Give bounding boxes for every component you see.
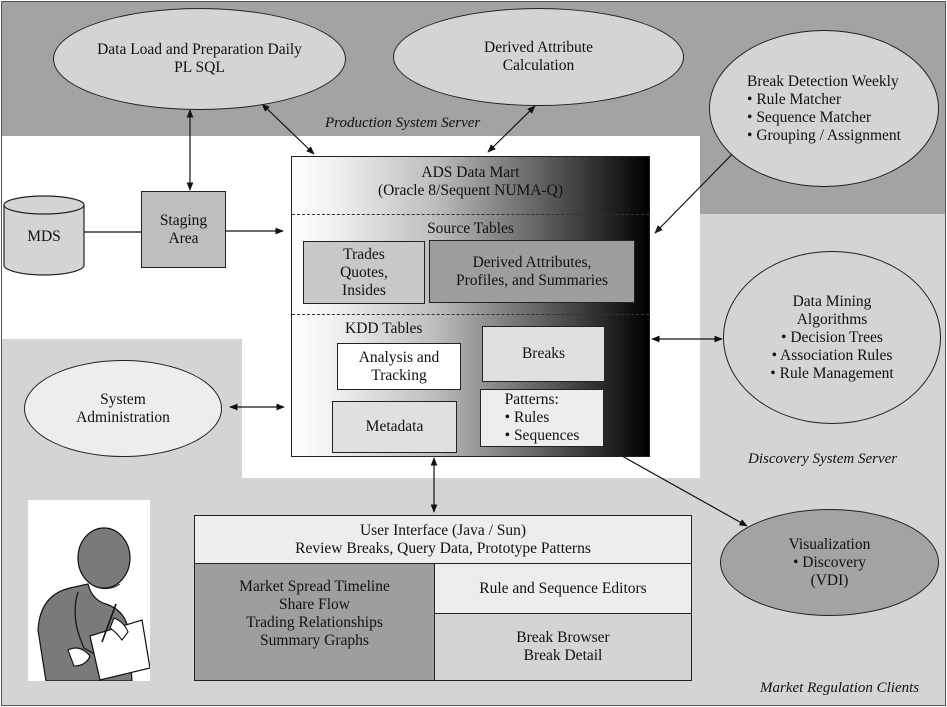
derived-attributes-box: Derived Attributes, Profiles, and Summar… (429, 240, 635, 303)
breaks-box: Breaks (482, 326, 605, 382)
user-illustration (28, 500, 151, 682)
visualization-title: Visualization (788, 535, 871, 553)
visualization-node: Visualization Discovery (VDI) (720, 509, 939, 616)
data-mart-title-line2: (Oracle 8/Sequent NUMA-Q) (377, 182, 564, 199)
ui-header-line1: User Interface (Java / Sun) (359, 521, 527, 539)
derived-attribute-node: Derived Attribute Calculation (393, 8, 684, 106)
source-tables-divider (292, 214, 649, 215)
rule-editors-panel: Rule and Sequence Editors (434, 563, 692, 614)
kdd-tables-label: KDD Tables (345, 320, 423, 337)
patterns-item: Sequences (505, 427, 579, 445)
data-mining-title-line1: Data Mining (792, 292, 872, 310)
data-load-node: Data Load and Preparation Daily PL SQL (53, 8, 346, 110)
data-mining-list: Decision Trees Association Rules Rule Ma… (770, 329, 894, 383)
mart-visualization-connector (621, 455, 748, 527)
patterns-item: Rules (505, 409, 580, 427)
derived-attribute-line2: Calculation (502, 57, 575, 74)
data-mining-item: Association Rules (770, 347, 893, 365)
user-interface-header: User Interface (Java / Sun) Review Break… (194, 515, 692, 564)
person-writing-icon (37, 527, 151, 682)
kdd-tables-divider (292, 314, 649, 315)
mds-label: MDS (27, 228, 61, 245)
breaks-label: Breaks (521, 345, 566, 362)
derived-mart-connector (487, 105, 536, 153)
staging-line1: Staging (159, 211, 208, 229)
market-spread-line3: Trading Relationships (246, 614, 383, 631)
visualization-item: Discovery (793, 554, 866, 572)
break-detection-node: Break Detection Weekly Rule Matcher Sequ… (709, 30, 939, 187)
patterns-list: Rules Sequences (505, 409, 580, 445)
data-mining-node: Data Mining Algorithms Decision Trees As… (723, 251, 941, 424)
break-detection-item: Grouping / Assignment (747, 127, 901, 145)
data-mart-title: ADS Data Mart (Oracle 8/Sequent NUMA-Q) (291, 164, 650, 200)
visualization-list: Discovery (793, 554, 866, 572)
clients-zone-label: Market Regulation Clients (760, 680, 920, 696)
market-spread-line2: Share Flow (278, 596, 351, 613)
data-mining-title-line2: Algorithms (796, 310, 868, 328)
derived-attribute-line1: Derived Attribute (484, 39, 593, 56)
data-load-title: Data Load and Preparation Daily (97, 41, 302, 58)
derived-attributes-line1: Derived Attributes, (472, 253, 592, 271)
analysis-tracking-box: Analysis and Tracking (337, 343, 461, 390)
metadata-box: Metadata (332, 401, 457, 453)
data-load-subtitle: PL SQL (174, 59, 225, 76)
market-spread-panel: Market Spread Timeline Share Flow Tradin… (194, 563, 435, 681)
trades-line3: Insides (342, 281, 386, 299)
market-spread-line4: Summary Graphs (260, 632, 369, 649)
break-detection-list: Rule Matcher Sequence Matcher Grouping /… (747, 91, 901, 145)
trades-line1: Trades (343, 245, 385, 263)
rule-editors-label: Rule and Sequence Editors (479, 579, 647, 597)
patterns-title: Patterns: (504, 391, 559, 408)
break-detection-item: Sequence Matcher (747, 109, 901, 127)
source-tables-label: Source Tables (427, 220, 514, 237)
analysis-line1: Analysis and (358, 348, 440, 366)
data-mining-item: Decision Trees (770, 329, 893, 347)
discovery-zone-label: Discovery System Server (748, 451, 898, 467)
visualization-note: (VDI) (810, 571, 849, 589)
derived-attributes-line2: Profiles, and Summaries (456, 271, 608, 289)
ui-header-line2: Review Breaks, Query Data, Prototype Pat… (295, 539, 591, 557)
staging-area-box: Staging Area (141, 191, 226, 268)
trades-box: Trades Quotes, Insides (303, 241, 425, 304)
break-browser-line2: Break Detail (523, 647, 603, 664)
mds-database-icon (3, 195, 85, 276)
load-mart-connector (261, 103, 315, 155)
data-mining-item: Rule Management (770, 365, 894, 383)
system-admin-line1: System (100, 390, 146, 408)
metadata-label: Metadata (365, 418, 424, 435)
system-admin-node: System Administration (24, 360, 222, 457)
production-zone-label: Production System Server (325, 115, 481, 131)
system-admin-line2: Administration (76, 408, 170, 426)
break-browser-panel: Break Browser Break Detail (434, 613, 692, 681)
break-detection-connector (654, 139, 747, 234)
patterns-box: Patterns: Rules Sequences (480, 389, 604, 447)
break-detection-item: Rule Matcher (747, 91, 901, 109)
trades-line2: Quotes, (340, 263, 388, 281)
break-browser-line1: Break Browser (516, 629, 610, 646)
market-spread-line1: Market Spread Timeline (239, 578, 390, 595)
break-detection-title: Break Detection Weekly (747, 72, 899, 90)
data-mart-title-line1: ADS Data Mart (421, 164, 520, 181)
staging-line2: Area (168, 229, 199, 247)
analysis-line2: Tracking (371, 366, 427, 384)
